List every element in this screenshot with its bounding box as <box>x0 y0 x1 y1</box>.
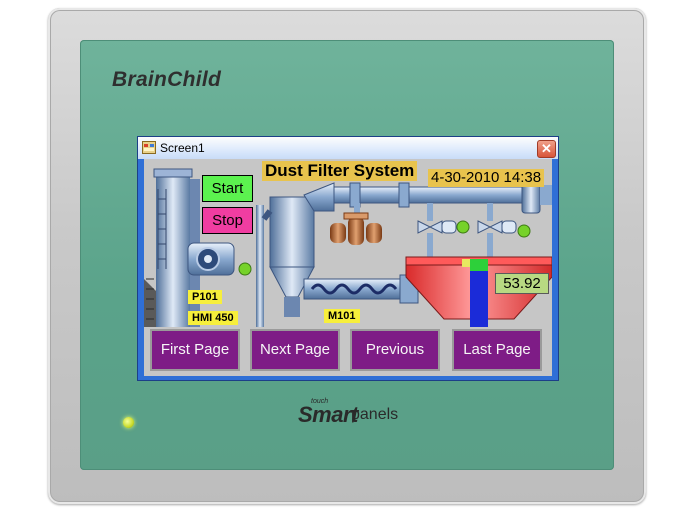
last-page-button[interactable]: Last Page <box>452 329 542 371</box>
system-title: Dust Filter System <box>262 161 418 181</box>
close-button[interactable]: ✕ <box>537 140 556 158</box>
datetime-display: 4-30-2010 14:38 <box>428 169 545 187</box>
screw-conveyor-m101 <box>303 278 405 300</box>
hmi-window: Screen1 ✕ <box>137 136 559 381</box>
logo-touch-text: touch <box>311 398 329 405</box>
previous-button[interactable]: Previous <box>350 329 440 371</box>
next-page-button[interactable]: Next Page <box>250 329 340 371</box>
window-titlebar: Screen1 ✕ <box>138 137 558 159</box>
cyclone-separator <box>269 196 315 268</box>
power-led-icon <box>123 417 134 428</box>
window-title: Screen1 <box>160 141 205 155</box>
first-page-button[interactable]: First Page <box>150 329 240 371</box>
valve-2-indicator <box>517 224 531 238</box>
filter-bags <box>330 212 382 245</box>
pump-status-indicator <box>238 262 252 276</box>
valve-1-indicator <box>456 220 470 234</box>
stop-button[interactable]: Stop <box>202 207 253 234</box>
logo-panels-text: panels <box>351 406 399 423</box>
level-readout: 53.92 <box>495 273 549 294</box>
close-icon: ✕ <box>541 141 552 156</box>
motor-tag-label: M101 <box>324 309 360 323</box>
hmi-tag-label: HMI 450 <box>188 311 238 325</box>
pump-tag-label: P101 <box>188 290 222 304</box>
brand-logo: BrainChild <box>112 68 222 91</box>
start-button[interactable]: Start <box>202 175 253 202</box>
dust-tower <box>156 173 190 327</box>
window-app-icon <box>142 141 156 154</box>
damper-valve-2 <box>477 203 517 271</box>
hmi-canvas: Dust Filter System 4-30-2010 14:38 Start… <box>144 159 552 376</box>
logo-smart-text: Smart <box>298 402 358 427</box>
main-duct <box>333 186 545 204</box>
